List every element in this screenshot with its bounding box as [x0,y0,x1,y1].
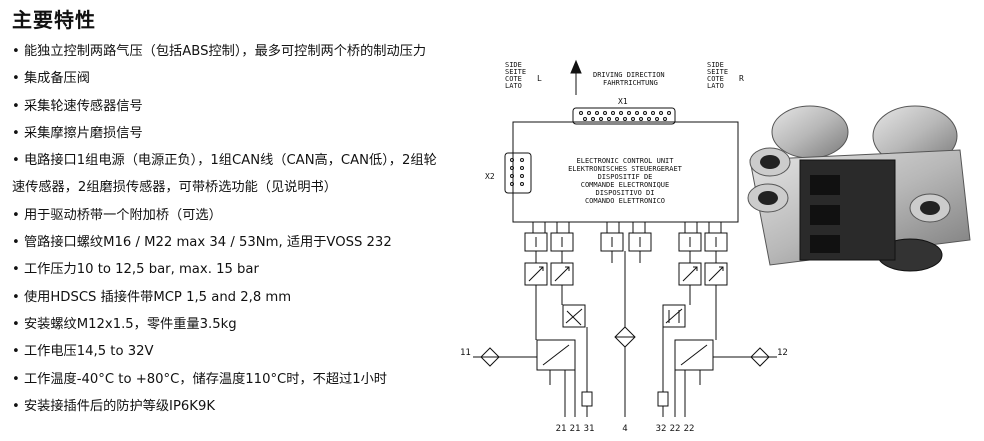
feature-item: •使用HDSCS 插接件带MCP 1,5 and 2,8 mm [12,284,507,311]
bullet: • [12,316,20,332]
relay-valve-left-arrow [542,344,570,366]
feature-text: 速传感器，2组磨损传感器，可带桥选功能（见说明书） [12,180,337,196]
port-31-silencer [581,391,593,407]
feature-item: •管路接口螺纹M16 / M22 max 34 / 53Nm, 适用于VOSS … [12,229,507,256]
side-right-1: SIDE [707,61,724,69]
feature-text: 工作温度-40°C to +80°C，储存温度110°C时，不超过1小时 [24,371,387,387]
feature-text: 工作压力10 to 12,5 bar, max. 15 bar [24,262,259,278]
solenoid-valves [524,232,728,286]
ecu-line-1: ELECTRONIC CONTROL UNIT [577,157,675,165]
x2-label: X2 [485,172,495,181]
bullet: • [12,125,20,141]
port-12-filter [750,347,770,367]
modulator-photo [747,105,971,272]
x1-label: X1 [618,97,628,106]
port-label: 21 [570,424,581,434]
side-right-letter: R [739,74,744,83]
ecu-line-6: COMANDO ELETTRONICO [585,197,665,205]
side-right-4: LATO [707,82,724,90]
feature-item: •集成备压阀 [12,65,507,92]
port-12-label: 12 [777,348,788,358]
bullet: • [12,235,20,251]
feature-item: • 能独立控制两路气压（包括ABS控制），最多可控制两个桥的制动压力 [12,38,507,65]
feature-item: •采集轮速传感器信号 [12,93,507,120]
side-left-2: SEITE [505,68,526,76]
x2-connector [504,152,532,194]
x1-pins [579,111,671,121]
pneumatic-schematic: SIDE SEITE COTE LATO L DRIVING DIRECTION… [460,59,788,434]
ecu-line-2: ELEKTRONISCHES STEUERGERAET [568,165,683,173]
bullet: • [12,71,20,87]
pressure-sensor-left-mark [565,308,583,326]
side-left-4: LATO [505,82,522,90]
modulator-housing [747,105,971,272]
bullet: • [12,344,20,360]
relay-valve-left [536,339,576,371]
direction-en: DRIVING DIRECTION [593,71,665,79]
feature-text: 电路接口1组电源（电源正负），1组CAN线（CAN高，CAN低），2组轮 [24,153,437,169]
feature-item: •用于驱动桥带一个附加桥（可选） [12,202,507,229]
side-left-1: SIDE [505,61,522,69]
feature-item: •工作温度-40°C to +80°C，储存温度110°C时，不超过1小时 [12,366,507,393]
side-left-3: COTE [505,75,522,83]
bullet: • [12,44,20,59]
bullet: • [12,262,20,278]
port-label: 22 [670,424,681,434]
ecu-line-4: COMMANDE ELECTRONIQUE [581,181,670,189]
side-right-2: SEITE [707,68,728,76]
port-label: 21 [556,424,567,434]
feature-item: •工作电压14,5 to 32V [12,338,507,365]
bullet: • [12,98,20,114]
feature-item: •采集摩擦片磨损信号 [12,120,507,147]
bullet: • [12,153,20,169]
feature-text: 安装接插件后的防护等级IP6K9K [24,398,215,414]
feature-item-continuation: 速传感器，2组磨损传感器，可带桥选功能（见说明书） [12,174,507,201]
feature-item: •工作压力10 to 12,5 bar, max. 15 bar [12,256,507,283]
ecu-box [512,121,739,223]
feature-text: 能独立控制两路气压（包括ABS控制），最多可控制两个桥的制动压力 [24,44,427,59]
ecu-line-3: DISPOSITIF DE [598,173,653,181]
feature-text: 安装螺纹M12x1.5，零件重量3.5kg [24,316,237,332]
diagram-labels: SIDE SEITE COTE LATO L DRIVING DIRECTION… [460,61,788,434]
bullet: • [12,207,20,223]
feature-item: •安装螺纹M12x1.5，零件重量3.5kg [12,311,507,338]
feature-text: 采集摩擦片磨损信号 [24,125,143,141]
feature-text: 工作电压14,5 to 32V [24,344,154,360]
port-11-filter [480,347,500,367]
pressure-sensor-right [662,304,686,328]
relay-valve-right-arrow [680,344,708,366]
bullet: • [12,398,20,414]
feature-text: 用于驱动桥带一个附加桥（可选） [24,207,222,223]
feature-text: 集成备压阀 [24,71,90,87]
port-label: 22 [684,424,695,434]
port-11-label: 11 [460,348,471,358]
feature-text: 采集轮速传感器信号 [24,98,143,114]
feature-item: •安装接插件后的防护等级IP6K9K [12,393,507,420]
pressure-sensor-right-mark [665,308,683,324]
port-32-silencer [657,391,669,407]
direction-de: FAHRTRICHTUNG [603,79,658,87]
direction-arrow-head [570,59,582,74]
bottom-port-lines [535,285,717,417]
side-right-3: COTE [707,75,724,83]
x2-pins [510,158,524,186]
port-label: 32 [656,424,667,434]
feature-item: •电路接口1组电源（电源正负），1组CAN线（CAN高，CAN低），2组轮 [12,147,507,174]
bullet: • [12,371,20,387]
ecu-line-5: DISPOSITIVO DI [595,189,654,197]
page-title: 主要特性 [12,8,96,32]
feature-text: 使用HDSCS 插接件带MCP 1,5 and 2,8 mm [24,289,292,305]
pressure-sensor-left [562,304,586,328]
ecu-outputs [532,222,722,233]
port-label: 31 [584,424,595,434]
side-left-letter: L [537,74,542,83]
relay-valve-right [674,339,714,371]
port-label: 4 [622,424,627,434]
bullet: • [12,289,20,305]
feature-list: •能独立控制两路气压（包括ABS控制），最多可控制两个桥的制动压力 •集成备压阀… [12,38,507,420]
feature-text: 管路接口螺纹M16 / M22 max 34 / 53Nm, 适用于VOSS 2… [24,235,392,251]
x1-connector [572,107,676,125]
